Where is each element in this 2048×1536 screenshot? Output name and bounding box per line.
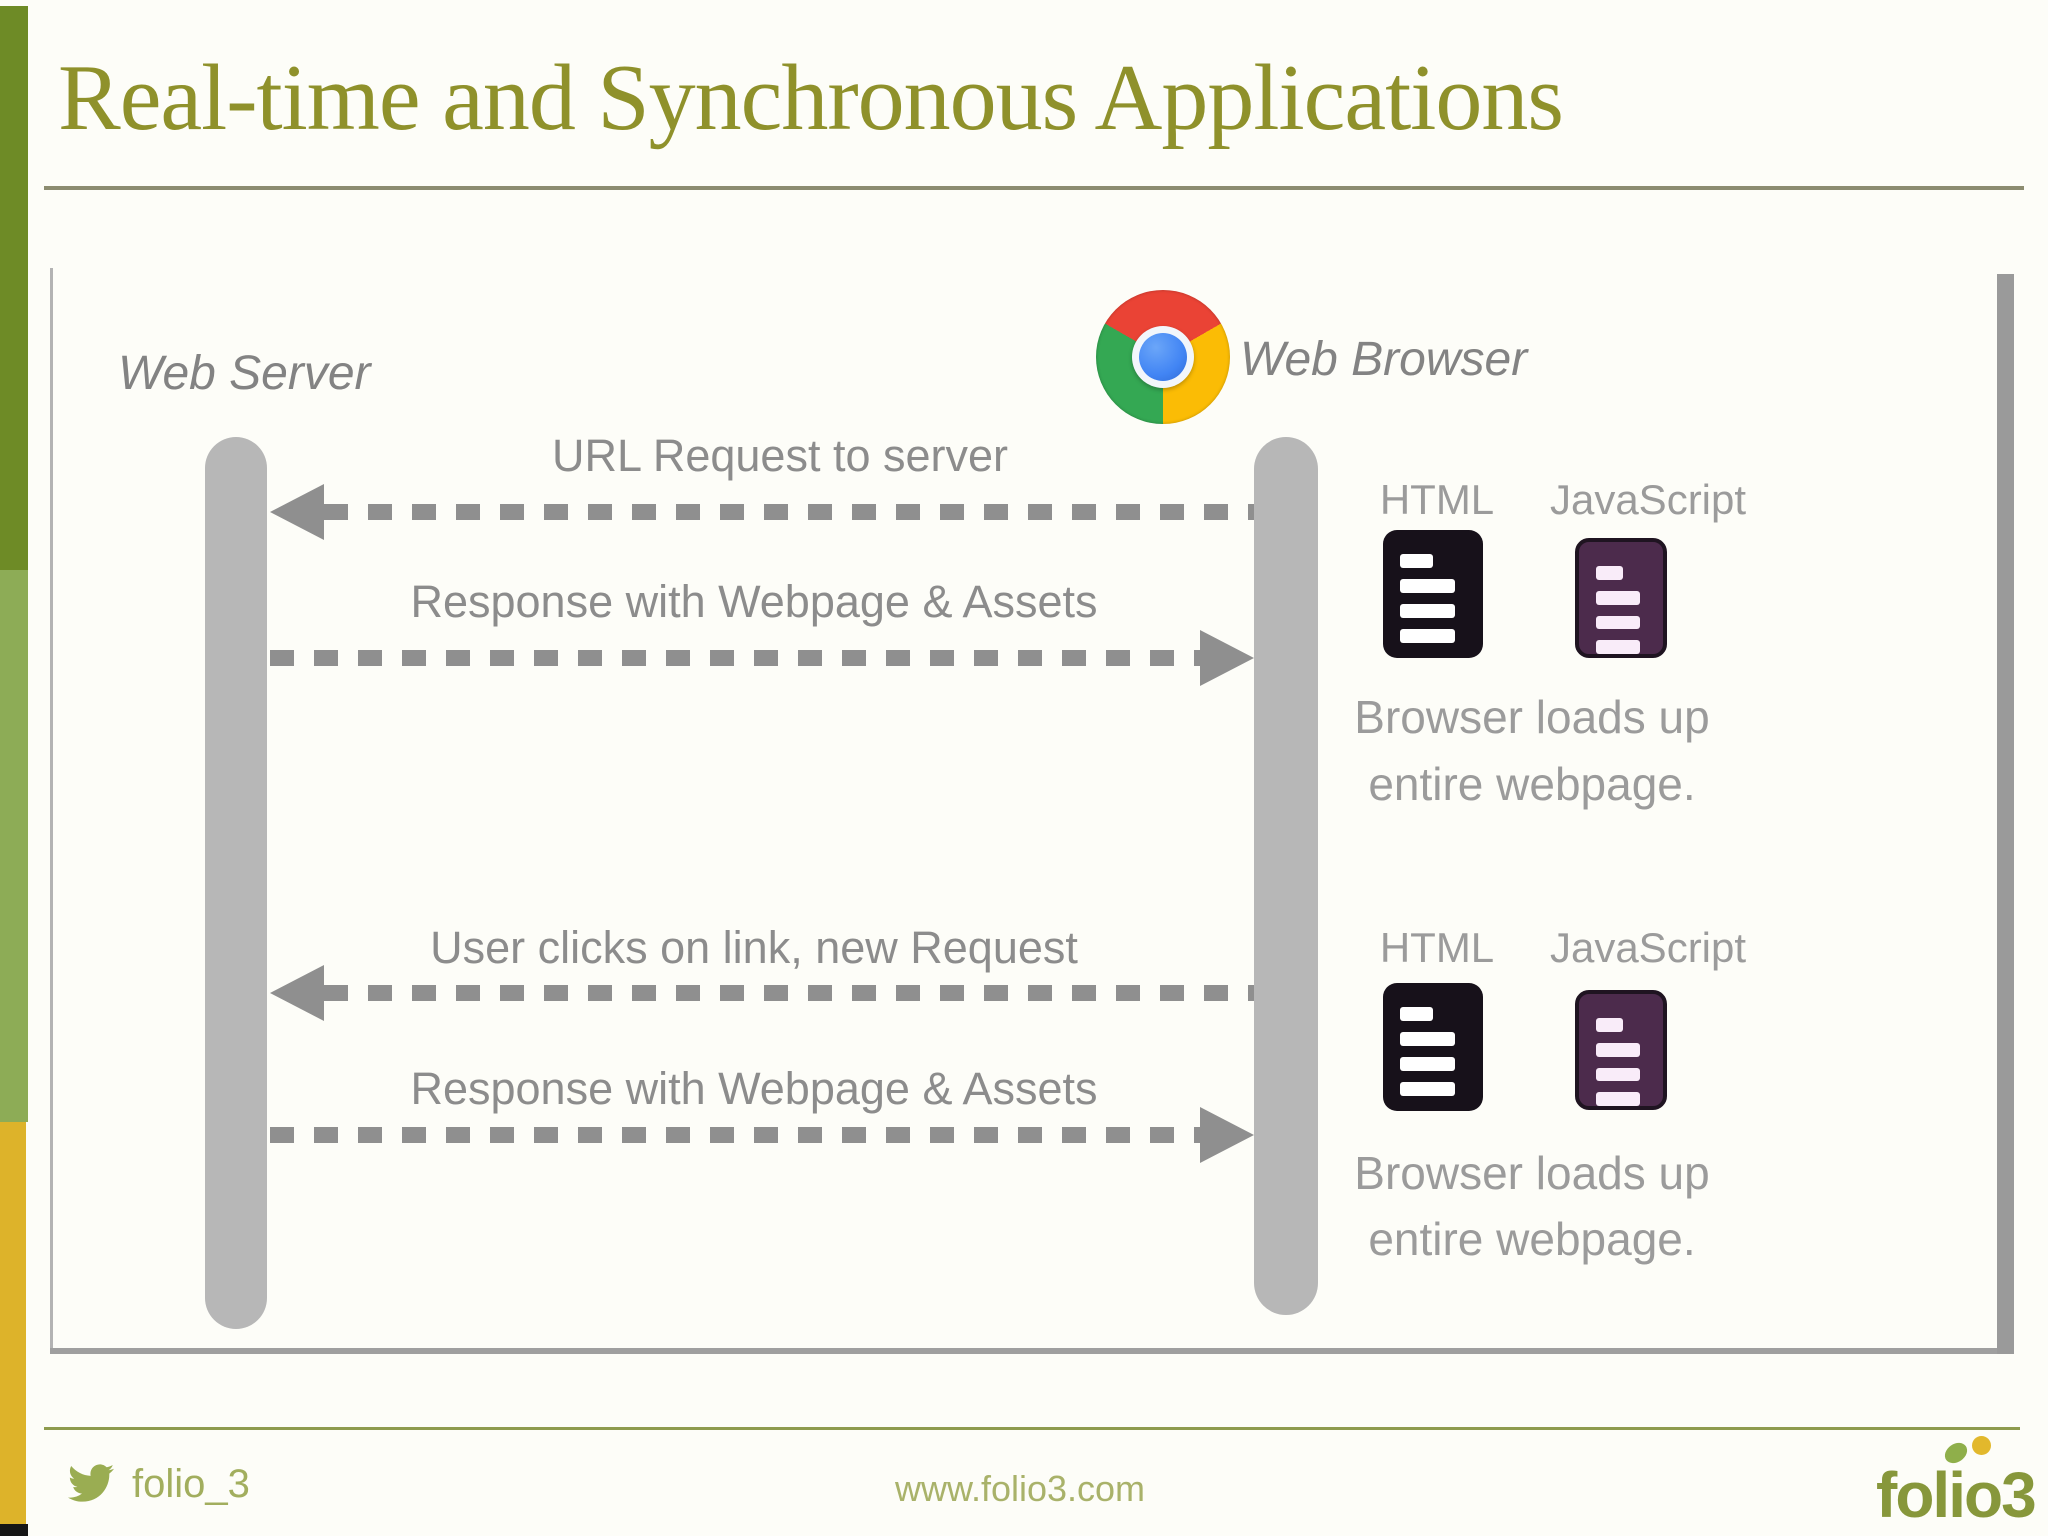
doc-line: [1596, 615, 1641, 630]
browser-load-caption-line2: entire webpage.: [1368, 758, 1696, 810]
doc-line: [1400, 1032, 1455, 1046]
folio3-logo: folio3: [1876, 1459, 2037, 1531]
arrowhead-left-icon: [270, 484, 324, 540]
browser-load-caption-line2: entire webpage.: [1368, 1213, 1696, 1265]
slide-title: Real-time and Synchronous Applications: [58, 46, 1564, 150]
message-label: Response with Webpage & Assets: [410, 576, 1098, 627]
title-underline: [44, 186, 2024, 190]
diagram-border-left: [50, 268, 53, 1354]
html-file-label: HTML: [1379, 924, 1495, 971]
javascript-file-icon: [1575, 990, 1667, 1110]
arrowhead-left-icon: [270, 965, 324, 1021]
html-file-icon: [1383, 983, 1483, 1111]
arrowhead-right-icon: [1200, 1107, 1254, 1163]
browser-lifeline: [1254, 437, 1318, 1315]
doc-line: [1400, 579, 1455, 593]
diagram-border-bottom: [50, 1348, 2014, 1354]
web-browser-label: Web Browser: [1240, 333, 1528, 386]
js-file-label: JavaScript: [1549, 924, 1747, 971]
diagram-scrollbar: [1997, 274, 2014, 1354]
accent-bar-light-green: [0, 570, 28, 1122]
twitter-icon: [68, 1464, 114, 1502]
js-file-label: JavaScript: [1549, 476, 1747, 523]
doc-line: [1596, 1042, 1641, 1057]
arrow-to-browser: [270, 1107, 1254, 1163]
arrowhead-right-icon: [1200, 630, 1254, 686]
doc-line: [1596, 590, 1641, 605]
dashed-line: [324, 504, 1254, 520]
browser-load-caption-line1: Browser loads up: [1354, 691, 1710, 743]
chrome-browser-icon: [1096, 290, 1230, 424]
doc-line: [1400, 604, 1455, 618]
dashed-line: [270, 1127, 1200, 1143]
server-lifeline: [205, 437, 267, 1329]
doc-line: [1596, 640, 1641, 654]
folio3-logo-yellow-dot-icon: [1972, 1436, 1991, 1455]
html-file-label: HTML: [1379, 476, 1495, 523]
browser-load-caption-line1: Browser loads up: [1354, 1147, 1710, 1199]
doc-line: [1596, 1067, 1641, 1082]
arrow-to-server: [270, 965, 1254, 1021]
accent-bar-dark-green: [0, 6, 28, 570]
doc-line: [1596, 1092, 1641, 1106]
footer-website: www.folio3.com: [894, 1468, 1146, 1509]
doc-line: [1400, 554, 1434, 568]
dashed-line: [324, 985, 1254, 1001]
twitter-handle: folio_3: [132, 1462, 250, 1506]
message-label: User clicks on link, new Request: [430, 922, 1078, 973]
doc-line: [1400, 1082, 1455, 1096]
doc-line: [1596, 566, 1623, 580]
web-server-label: Web Server: [118, 347, 371, 400]
doc-line: [1596, 1018, 1623, 1032]
doc-line: [1400, 1007, 1434, 1021]
doc-line: [1400, 1057, 1455, 1071]
accent-bar-yellow: [0, 1122, 26, 1524]
accent-bar-bottom-sliver: [0, 1524, 28, 1536]
arrow-to-browser: [270, 630, 1254, 686]
html-file-icon: [1383, 530, 1483, 658]
footer-divider: [44, 1427, 2020, 1430]
arrow-to-server: [270, 484, 1254, 540]
javascript-file-icon: [1575, 538, 1667, 658]
message-label: Response with Webpage & Assets: [410, 1063, 1098, 1114]
dashed-line: [270, 650, 1200, 666]
chrome-icon-center: [1139, 333, 1187, 381]
doc-line: [1400, 629, 1455, 643]
message-label: URL Request to server: [551, 430, 1009, 481]
